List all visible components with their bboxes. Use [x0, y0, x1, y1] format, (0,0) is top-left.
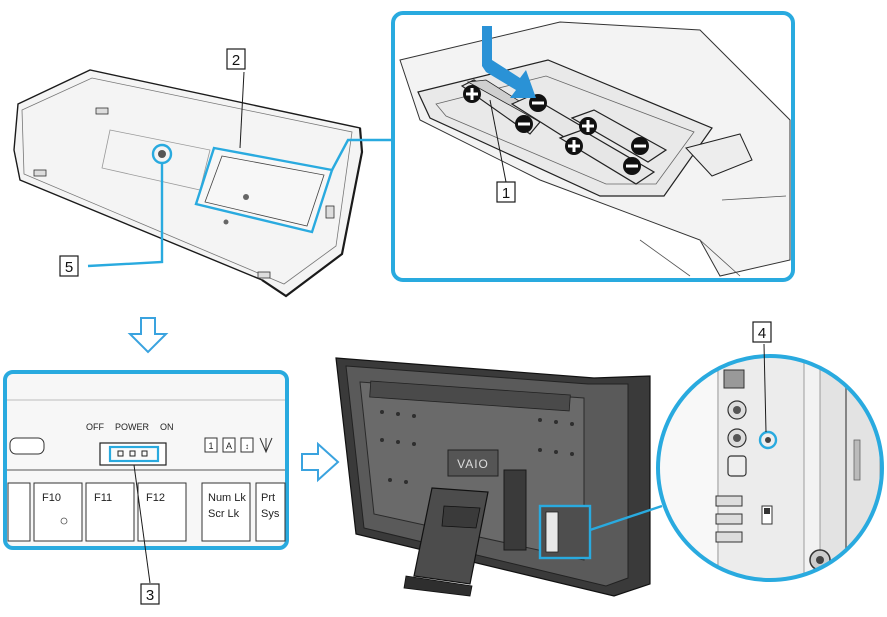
callout-3: 3 — [140, 583, 160, 605]
jack-hole — [733, 406, 741, 414]
indicator-lamps: 1 A ↕ — [204, 437, 273, 454]
rubber-foot — [257, 271, 271, 279]
callout-number: 3 — [146, 587, 154, 604]
key-label: Sys — [261, 508, 280, 520]
key-label: F12 — [146, 492, 165, 504]
zoom-icon — [60, 517, 68, 525]
battery-minus-icon — [623, 157, 641, 175]
zoom-edge-lines — [639, 195, 787, 277]
callout-box — [752, 321, 772, 343]
callout-number: 1 — [502, 185, 510, 202]
hdmi-port-icon — [723, 369, 745, 389]
battery-compartment-highlight — [194, 146, 334, 234]
leader-line-3 — [133, 464, 151, 584]
insert-arrow-icon — [482, 26, 536, 98]
key-f11: F11 — [85, 482, 135, 542]
key-label: F10 — [42, 492, 61, 504]
battery-zoom-panel: 1 — [391, 11, 795, 282]
keyboard-switch-panel: OFF POWER ON 1 A ↕ F10 — [3, 370, 289, 584]
wireless-indicator-icon — [259, 437, 273, 454]
battery-minus-icon — [631, 137, 649, 155]
rubber-foot — [95, 107, 109, 115]
callout-box — [226, 48, 246, 70]
monitor-rear-view: VAIO — [335, 357, 663, 597]
caps-lock-indicator-icon: A — [226, 441, 232, 451]
power-switch-icon — [99, 442, 167, 466]
cover-screw — [243, 194, 249, 200]
leader-line-5 — [87, 163, 164, 268]
switch-label-on: ON — [160, 422, 174, 432]
battery-minus-icon — [529, 94, 547, 112]
keyboard-inner-edge — [21, 77, 353, 285]
key — [7, 482, 31, 542]
stand-hinge — [441, 505, 481, 529]
right-arrow-icon — [301, 441, 340, 483]
side-slot — [853, 439, 861, 481]
key-f12: F12 — [137, 482, 187, 542]
switch-knob — [764, 508, 770, 514]
vent-holes — [380, 410, 574, 484]
cover-latch — [685, 133, 753, 177]
switch-label-power: POWER — [115, 422, 150, 432]
leader-line-1 — [489, 99, 507, 183]
rubber-foot — [325, 205, 335, 219]
num-lock-indicator-icon: 1 — [208, 441, 213, 451]
callout-2: 2 — [226, 48, 246, 70]
callout-box — [140, 583, 160, 605]
key-label: Scr Lk — [208, 508, 240, 520]
keyboard-bottom-view — [13, 69, 392, 298]
zoom-connector-line — [330, 138, 392, 171]
stand-base — [403, 575, 473, 597]
callout-number: 4 — [758, 325, 766, 342]
keyboard-front-lip — [261, 127, 364, 298]
leader-line-2 — [239, 71, 245, 149]
key-num-lock: Num Lk Scr Lk — [201, 482, 251, 542]
callout-4: 4 — [752, 321, 772, 343]
callout-number: 2 — [232, 52, 240, 69]
usb-port-icon — [715, 513, 743, 525]
callout-1: 1 — [496, 181, 516, 203]
button-center — [765, 437, 771, 443]
key-prt-sys: Prt Sys — [255, 482, 286, 542]
battery-plus-icon — [463, 85, 481, 103]
key-label: F11 — [94, 492, 112, 504]
connect-switch-zoom — [656, 343, 884, 582]
callout-5: 5 — [59, 255, 79, 277]
key-f10: F10 — [33, 482, 83, 542]
switch-label-off: OFF — [86, 422, 104, 432]
monitor-top-bar — [369, 380, 571, 412]
cover-screw — [223, 219, 229, 225]
jack-hole — [733, 434, 741, 442]
callout-box — [496, 181, 516, 203]
rubber-foot — [33, 169, 47, 177]
zoom-connector-line — [589, 504, 663, 532]
scroll-lock-indicator-icon: ↕ — [245, 442, 249, 451]
battery-tray-inner — [435, 75, 695, 185]
callout-number: 5 — [65, 259, 73, 276]
key-label: Prt — [261, 492, 275, 504]
key-label: Num Lk — [208, 492, 246, 504]
logo-text: VAIO — [457, 457, 489, 471]
usb-port-icon — [715, 495, 743, 507]
down-arrow-icon — [127, 317, 169, 354]
connect-button-icon — [158, 150, 166, 158]
battery-compartment-cover — [204, 155, 325, 227]
port-pin — [816, 556, 824, 564]
vaio-logo: VAIO — [447, 449, 499, 477]
battery-plus-icon — [579, 117, 597, 135]
callout-box — [59, 255, 79, 277]
usb-port-icon — [715, 531, 743, 543]
status-slot — [9, 437, 45, 455]
battery-plus-icon — [565, 137, 583, 155]
slide-switch-icon — [761, 505, 773, 525]
rear-port-strip — [503, 469, 527, 551]
battery-minus-icon — [515, 115, 533, 133]
port-label-sticker — [545, 511, 559, 553]
leader-line-4 — [763, 343, 767, 433]
zoom-circle-frame — [656, 354, 884, 582]
optical-port-icon — [727, 455, 747, 477]
